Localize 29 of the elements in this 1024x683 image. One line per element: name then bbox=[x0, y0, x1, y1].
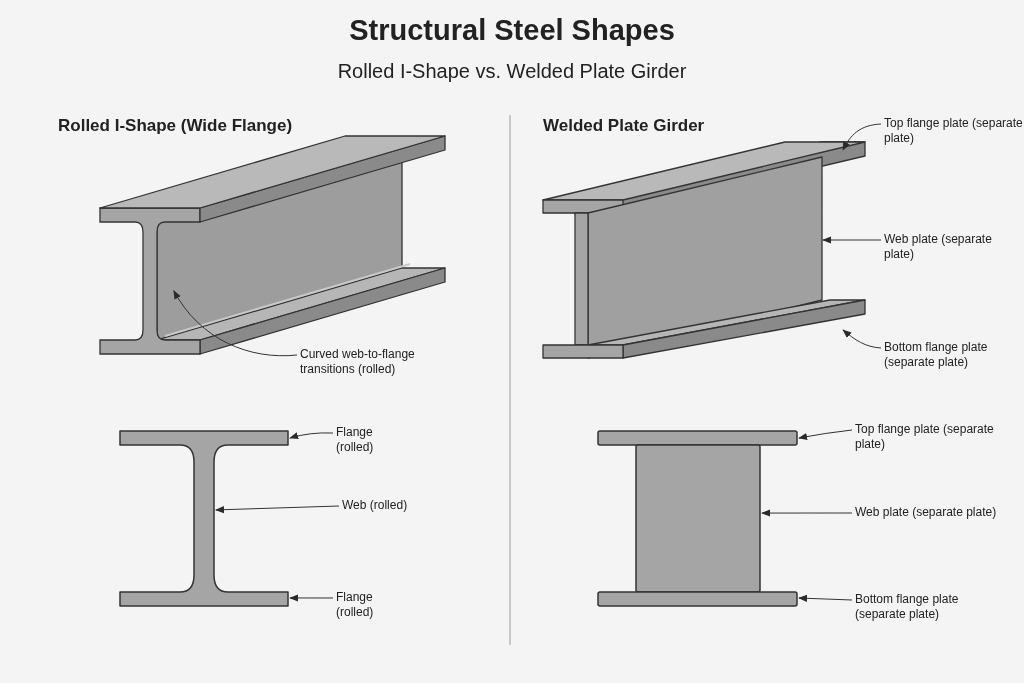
callout-label: Top flange plate (separate plate) bbox=[855, 422, 1005, 452]
leader-line bbox=[798, 594, 853, 602]
leader-line bbox=[842, 329, 882, 349]
leader-line bbox=[173, 290, 298, 357]
bottom-flange-plate bbox=[542, 299, 866, 359]
top-flange-plate bbox=[597, 430, 798, 446]
section-heading: Rolled I-Shape (Wide Flange) bbox=[58, 116, 293, 136]
callout-label: Curved web-to-flange transitions (rolled) bbox=[300, 347, 460, 377]
callout-label: Bottom flange plate (separate plate) bbox=[884, 340, 1024, 370]
title: Structural Steel Shapes bbox=[348, 14, 676, 47]
bottom-flange-plate bbox=[597, 591, 798, 607]
callout-label: Flange (rolled) bbox=[336, 425, 406, 455]
leader-line bbox=[289, 432, 334, 440]
callout-label: Web plate (separate plate) bbox=[884, 232, 1024, 262]
callout-label: Top flange plate (separate plate) bbox=[884, 116, 1024, 146]
leader-line bbox=[215, 505, 340, 514]
callout-label: Flange (rolled) bbox=[336, 590, 406, 620]
callout-label: Web (rolled) bbox=[342, 498, 412, 513]
web-plate bbox=[635, 444, 761, 593]
leader-line bbox=[761, 509, 853, 517]
callout-label: Bottom flange plate (separate plate) bbox=[855, 592, 1005, 622]
leader-line bbox=[822, 236, 882, 244]
rolled-section-drawing bbox=[119, 430, 289, 607]
leader-line bbox=[289, 594, 334, 602]
callout-label: Web plate (separate plate) bbox=[855, 505, 1005, 520]
leader-line bbox=[842, 123, 882, 151]
leader-line bbox=[798, 429, 853, 441]
section-heading: Welded Plate Girder bbox=[543, 116, 705, 136]
subtitle: Rolled I-Shape vs. Welded Plate Girder bbox=[336, 60, 688, 83]
